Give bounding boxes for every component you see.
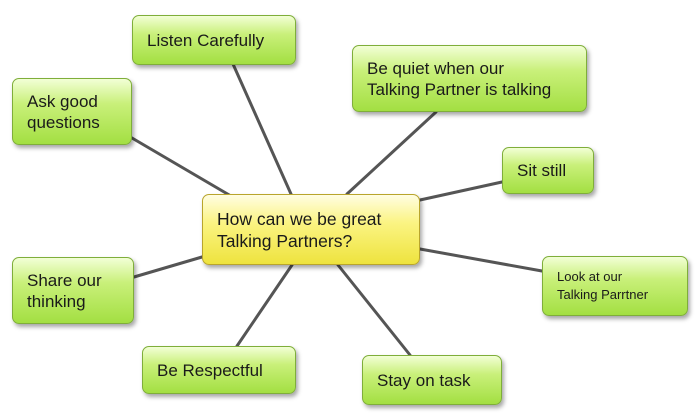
node-be-quiet: Be quiet when our Talking Partner is tal… bbox=[352, 45, 587, 112]
connector-look-at-partner bbox=[418, 247, 544, 273]
connector-listen-carefully bbox=[231, 62, 293, 196]
connector-sit-still bbox=[418, 180, 504, 202]
node-look-at-partner: Look at our Talking Parrtner bbox=[542, 256, 688, 316]
connector-stay-on-task bbox=[336, 263, 412, 357]
connector-share-thinking bbox=[132, 255, 204, 279]
node-label: Look at our Talking Parrtner bbox=[557, 269, 649, 302]
node-listen-carefully: Listen Carefully bbox=[132, 15, 296, 65]
node-label: Be quiet when our Talking Partner is tal… bbox=[367, 58, 552, 99]
node-sit-still: Sit still bbox=[502, 147, 594, 194]
node-ask-questions: Ask good questions bbox=[12, 78, 132, 145]
connector-be-respectful bbox=[235, 263, 294, 348]
node-label: Listen Carefully bbox=[147, 30, 265, 50]
node-label: Sit still bbox=[517, 161, 567, 180]
connector-be-quiet bbox=[345, 110, 438, 196]
node-label: Be Respectful bbox=[157, 360, 263, 380]
node-share-thinking: Share our thinking bbox=[12, 257, 134, 324]
node-central-question: How can we be great Talking Partners? bbox=[202, 194, 420, 265]
central-question-label: How can we be great Talking Partners? bbox=[217, 208, 382, 251]
node-label: Stay on task bbox=[377, 370, 471, 390]
node-label: Share our thinking bbox=[27, 270, 102, 311]
node-label: Ask good questions bbox=[27, 91, 100, 132]
node-stay-on-task: Stay on task bbox=[362, 355, 502, 405]
node-be-respectful: Be Respectful bbox=[142, 346, 296, 394]
